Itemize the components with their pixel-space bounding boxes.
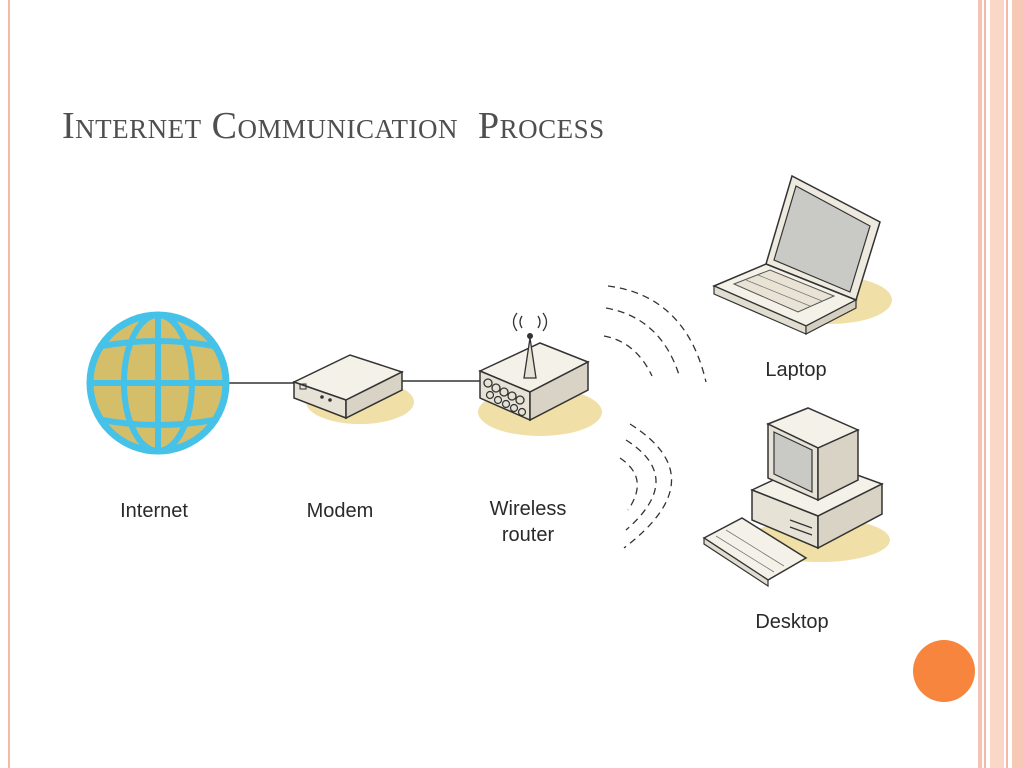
label-router-line1: Wireless	[489, 498, 567, 520]
slide-title: Internet Communication Process	[62, 105, 605, 147]
wireless-signal-desktop-icon	[619, 423, 673, 549]
wireless-signal-laptop-icon	[603, 285, 707, 383]
desktop-computer-icon	[702, 407, 890, 588]
laptop-icon	[712, 174, 892, 335]
label-router-line2: router	[501, 524, 555, 546]
left-border-rule	[8, 0, 10, 768]
wireless-router-icon	[478, 312, 602, 436]
label-desktop: Desktop	[755, 611, 829, 633]
label-internet: Internet	[120, 500, 188, 522]
right-decorative-border	[978, 0, 1024, 768]
globe-icon	[86, 311, 230, 455]
label-router: Wireless router	[470, 496, 586, 548]
label-laptop: Laptop	[765, 359, 827, 381]
label-modem: Modem	[306, 500, 374, 522]
modem-icon	[292, 354, 414, 424]
orange-accent-dot	[913, 640, 975, 702]
